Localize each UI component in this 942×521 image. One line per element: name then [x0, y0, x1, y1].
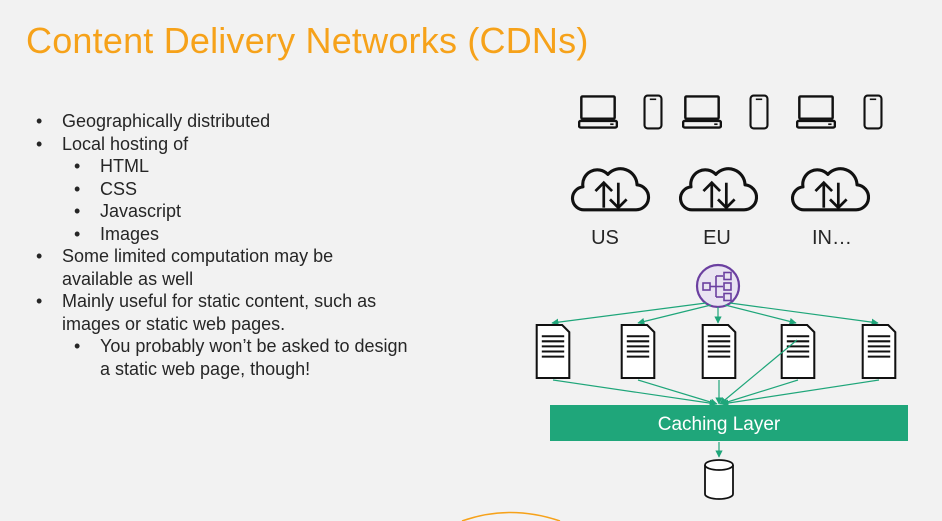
decorative-arc: [461, 511, 561, 521]
cloud-upload-download-icon: [678, 167, 759, 212]
cloud-upload-download-icon: [570, 167, 651, 212]
phone-icon: [749, 94, 769, 130]
server-icon: [861, 324, 897, 379]
sub-bullet-item: HTML: [36, 155, 436, 178]
bullet-item: Local hosting of: [36, 133, 436, 156]
caching-layer: Caching Layer: [550, 405, 908, 441]
bullet-item: Mainly useful for static content, such a…: [36, 290, 436, 313]
server-icon: [535, 324, 571, 379]
bullet-item: Geographically distributed: [36, 110, 436, 133]
laptop-icon: [682, 95, 722, 129]
cloud-upload-download-icon: [790, 167, 871, 212]
region-label-in: IN…: [812, 227, 852, 249]
sub-bullet-item: You probably won’t be asked to design: [36, 335, 436, 358]
lb-to-server-connectors: [551, 302, 879, 326]
server-to-cache-connectors: [552, 339, 880, 407]
bullet-item-continuation: available as well: [62, 268, 194, 289]
load-balancer-icon: [695, 263, 741, 309]
caching-layer-bar: [550, 405, 908, 441]
caching-layer-label: Caching Layer: [658, 414, 781, 435]
laptop-icon: [796, 95, 836, 129]
bullet-item-continuation: images or static web pages.: [62, 313, 286, 334]
sub-bullet-item-continuation: a static web page, though!: [100, 358, 311, 379]
sub-bullet-item: Images: [36, 223, 436, 246]
servers-row: [535, 324, 897, 379]
database-icon: [704, 459, 734, 500]
phone-icon: [863, 94, 883, 130]
regions-row: US EU IN…: [570, 167, 871, 249]
slide-title: Content Delivery Networks (CDNs): [26, 20, 589, 61]
bullet-list: Geographically distributed Local hosting…: [36, 110, 436, 380]
laptop-icon: [578, 95, 618, 129]
devices-row: [578, 94, 883, 130]
region-label-eu: EU: [703, 227, 731, 249]
phone-icon: [643, 94, 663, 130]
bullet-item: Some limited computation may be: [36, 245, 436, 268]
server-icon: [780, 324, 816, 379]
sub-bullet-item: Javascript: [36, 200, 436, 223]
region-label-us: US: [591, 227, 619, 249]
server-icon: [620, 324, 656, 379]
sub-bullet-item: CSS: [36, 178, 436, 201]
server-icon: [701, 324, 737, 379]
